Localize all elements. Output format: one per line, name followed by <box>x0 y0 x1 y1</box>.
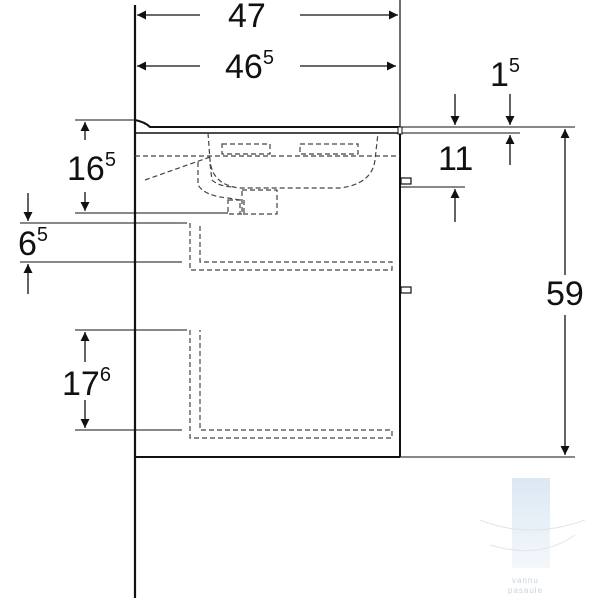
handle-bottom <box>400 286 412 294</box>
watermark-text-1: vannu <box>512 576 539 585</box>
label-inner-width: 465 <box>225 47 274 86</box>
siphon-joint <box>227 199 245 215</box>
hidden-lines <box>135 132 400 439</box>
dimension-labels: 47 465 15 11 165 65 176 59 <box>18 0 584 403</box>
watermark-arc <box>479 519 586 531</box>
watermark-text-2: pasaule <box>508 586 543 595</box>
watermark-bar <box>512 478 550 568</box>
label-total-width: 47 <box>228 0 266 35</box>
watermark: vannu pasaule <box>479 478 586 595</box>
label-drawer-gap: 65 <box>18 224 48 263</box>
basin-slope <box>144 156 211 181</box>
label-lower-drawer: 176 <box>62 364 111 403</box>
watermark-arc-2 <box>489 534 576 552</box>
overflow-left <box>221 143 271 155</box>
countertop-edge <box>397 126 403 135</box>
countertop-top <box>134 119 400 128</box>
label-top-thickness: 15 <box>490 55 520 94</box>
extension-lines <box>20 119 575 458</box>
basin-outline <box>207 132 379 189</box>
label-total-height: 59 <box>546 275 584 313</box>
overflow-right <box>299 143 359 155</box>
dimension-lines <box>23 10 570 455</box>
label-drain-offset: 11 <box>438 140 473 178</box>
upper-drawer <box>182 222 393 271</box>
cabinet <box>133 0 412 598</box>
handle-top <box>400 177 412 185</box>
label-basin-depth: 165 <box>67 149 116 188</box>
siphon-pipe-outer <box>197 162 241 214</box>
lower-drawer <box>182 329 393 439</box>
siphon-trap <box>241 189 278 215</box>
siphon-pipe-inner <box>209 163 233 188</box>
